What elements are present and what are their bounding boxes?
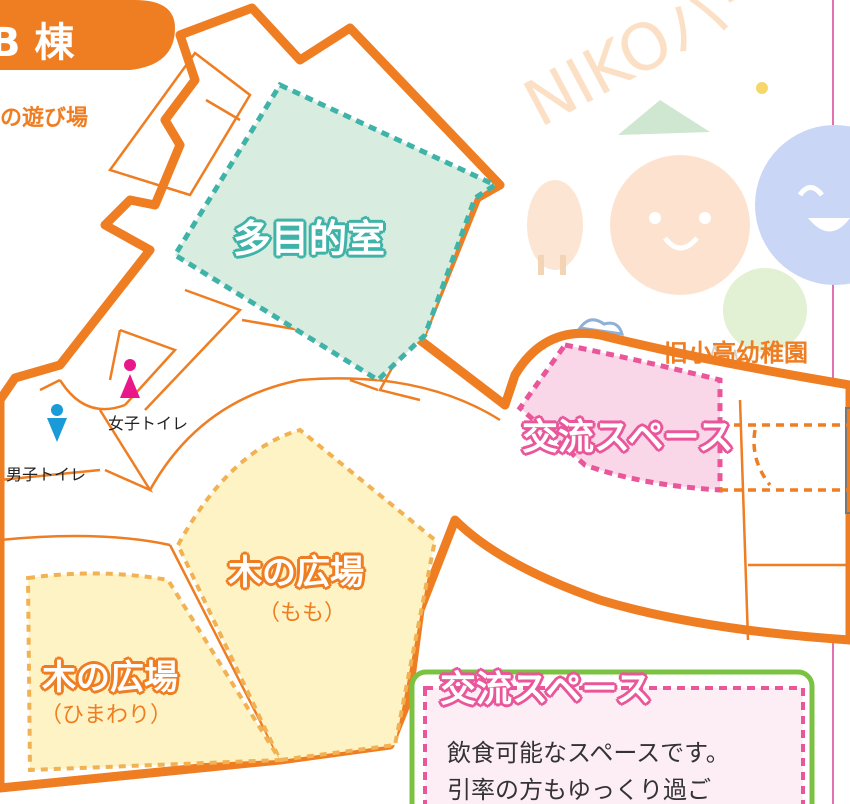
hill-shape xyxy=(618,100,710,135)
tree-icon xyxy=(527,180,583,270)
park-illustration xyxy=(527,82,850,376)
flower-icon xyxy=(756,82,768,94)
info-box-line2: 引率の方もゆっくり過ご xyxy=(447,776,711,804)
info-box-title: 交流スペース xyxy=(440,669,652,710)
building-label: B 棟 xyxy=(0,20,75,66)
wood-plaza-himawari-sub: （ひまわり） xyxy=(40,703,173,728)
wood-plaza-momo-sub: （もも） xyxy=(258,601,347,626)
info-box-inner xyxy=(423,686,805,804)
multipurpose-room-area xyxy=(171,81,501,384)
building-subtitle: の遊び場 xyxy=(0,106,89,131)
wood-plaza-momo-label: 木の広場 xyxy=(228,553,364,593)
building-label-pill xyxy=(0,0,175,70)
wood-plaza-himawari-area xyxy=(25,571,284,773)
info-box-line1: 飲食可能なスペースです。 xyxy=(447,739,730,767)
wood-plaza-momo-area xyxy=(175,427,438,763)
exchange-space-label: 交流スペース xyxy=(522,417,734,458)
interior-walls xyxy=(0,51,850,761)
cloud-icon xyxy=(577,318,625,336)
smiley-green-icon xyxy=(723,268,807,352)
multipurpose-room-label: 多目的室 xyxy=(233,217,386,261)
smiley-orange-icon xyxy=(610,155,750,295)
womens-toilet-label: 女子トイレ xyxy=(108,414,189,433)
smiley-blue-icon xyxy=(755,125,850,285)
exchange-extension-area xyxy=(720,423,850,492)
male-toilet-icon xyxy=(47,404,67,442)
partition xyxy=(845,407,850,514)
wood-plaza-himawari-label: 木の広場 xyxy=(42,658,178,698)
female-toilet-icon xyxy=(120,359,140,398)
mens-toilet-label: 男子トイレ xyxy=(6,465,87,484)
old-kindergarten-label: 旧小高幼稚園 xyxy=(664,339,808,367)
